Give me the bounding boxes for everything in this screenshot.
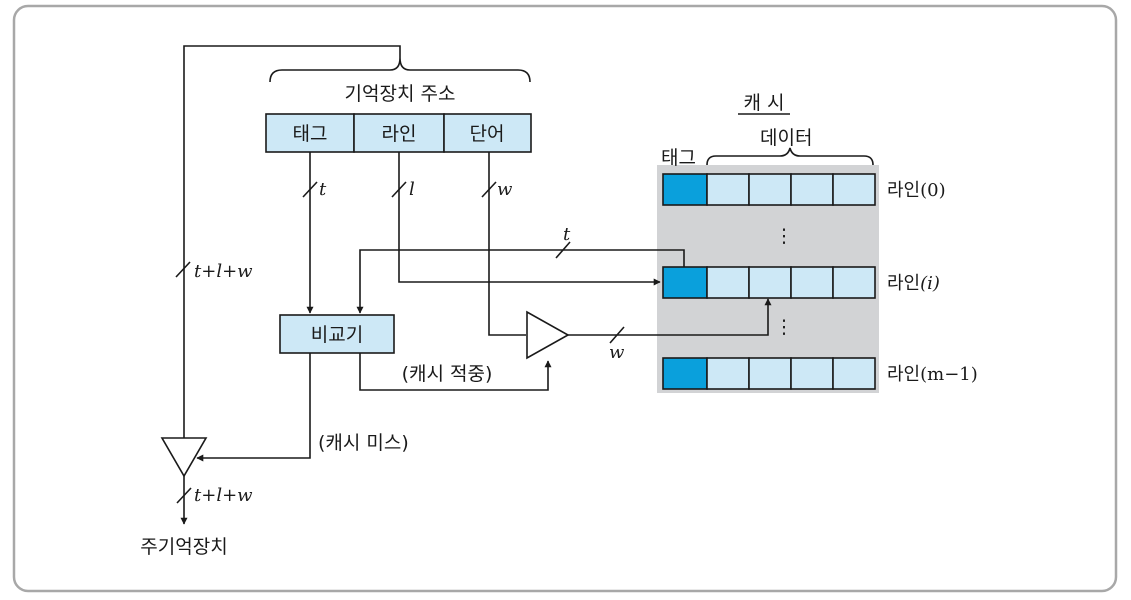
cache-line-i	[662, 266, 876, 299]
line-select-wire	[398, 152, 661, 286]
cache-line-m-1-tag-cell	[662, 357, 708, 390]
field-tag-box	[265, 113, 355, 153]
field-line-label: 라인	[382, 123, 417, 145]
field-tag-label: 태그	[293, 123, 328, 145]
hit-label: (캐시 적중)	[402, 363, 493, 385]
cache-line-m-1-word-cell	[832, 357, 876, 390]
cache-title: 캐 시	[744, 92, 785, 114]
memory-address-title: 기억장치 주소	[345, 83, 456, 105]
cache-data-label: 데이터	[760, 127, 812, 149]
miss-label: (캐시 미스)	[318, 432, 409, 454]
field-word-label: 단어	[470, 123, 505, 145]
cache-line-m-1-label: 라인(m−1)	[887, 364, 978, 385]
full-bits-label: t+l+w	[194, 261, 253, 282]
cache-line-i-word-cell	[706, 266, 750, 299]
miss-signal-wire	[196, 353, 311, 462]
word-bits-label: w	[497, 179, 513, 200]
slash-mark-full	[175, 261, 191, 278]
cache-tag-bits-label: t	[563, 224, 571, 245]
comparator-box	[279, 314, 395, 354]
word-select-wire	[488, 152, 526, 336]
hit-signal-wire	[359, 353, 552, 391]
cache-line-m-1-word-cell	[706, 357, 750, 390]
cache-line-0-word-cell	[832, 173, 876, 206]
cache-line-m-1	[662, 357, 876, 390]
cache-line-m-1-word-cell	[748, 357, 792, 390]
cache-tag-header: 태그	[661, 147, 696, 169]
cache-tag-to-comparator-wire	[356, 249, 685, 314]
address-feedback-wire	[183, 45, 401, 438]
slash-mark-t	[302, 181, 318, 198]
cache-line-i-word-cell	[832, 266, 876, 299]
word-output-wire	[568, 298, 772, 336]
slash-mark-word-out	[609, 326, 625, 344]
word-out-bits-label: w	[609, 342, 625, 363]
line-bits-label: l	[409, 179, 415, 200]
cache-line-i-word-cell	[790, 266, 834, 299]
cache-line-0-tag-cell	[662, 173, 708, 206]
cache-line-0-label: 라인(0)	[887, 180, 946, 201]
slash-mark-l	[391, 181, 407, 198]
slash-mark-cache-t	[555, 241, 571, 259]
figure-frame	[12, 4, 1118, 593]
cache-line-0-word-cell	[748, 173, 792, 206]
word-selector-buffer	[526, 310, 570, 360]
tag-bits-label: t	[319, 179, 327, 200]
cache-line-i-word-cell	[748, 266, 792, 299]
cache-line-i-label: 라인(i)	[887, 273, 940, 294]
cache-line-i-tag-cell	[662, 266, 708, 299]
cache-dots-lower: ⋮	[775, 316, 794, 338]
main-bits-label: t+l+w	[194, 485, 253, 506]
cache-dots-upper: ⋮	[775, 225, 794, 247]
slash-mark-main	[176, 487, 192, 504]
comparator-label: 비교기	[311, 324, 363, 346]
field-word-box	[443, 113, 532, 153]
main-memory-label: 주기억장치	[140, 536, 227, 558]
cache-data-brace	[706, 147, 874, 166]
slash-mark-w	[481, 181, 497, 198]
cache-line-0-word-cell	[790, 173, 834, 206]
cache-line-0	[662, 173, 876, 206]
miss-buffer	[160, 437, 208, 478]
cache-line-m-1-word-cell	[790, 357, 834, 390]
cache-line-0-word-cell	[706, 173, 750, 206]
memory-address-fields: 태그 라인 단어	[265, 113, 532, 153]
